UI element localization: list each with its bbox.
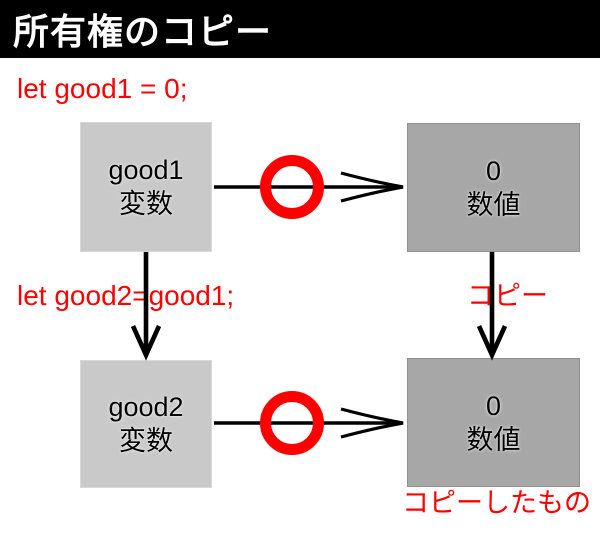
value-box-1: 0 数値 [407, 123, 580, 252]
arrow-down-head-icon [476, 325, 508, 361]
value-box-2: 0 数値 [407, 358, 580, 487]
title-bar: 所有権のコピー [0, 0, 600, 58]
code-line-let-good2: let good2=good1; [17, 280, 235, 311]
arrow-good1-to-value1 [214, 171, 404, 203]
copy-arrow-label: コピー [467, 281, 548, 311]
code-line-let-good1: let good1 = 0; [17, 73, 188, 104]
box-value2-title: 0 [485, 390, 502, 421]
ok-circle-icon [260, 155, 324, 219]
page-title: 所有権のコピー [13, 11, 273, 52]
box-good1-subtitle: 変数 [119, 189, 173, 219]
ok-circle-icon [260, 391, 324, 455]
copied-result-label: コピーしたもの [402, 488, 591, 518]
box-value1-title: 0 [485, 155, 502, 186]
arrow-right-chevron-icon [340, 407, 404, 439]
arrow-good2-to-value2 [214, 407, 404, 439]
variable-box-good1: good1 変数 [80, 122, 212, 252]
variable-box-good2: good2 変数 [80, 360, 212, 488]
box-value1-subtitle: 数値 [466, 189, 521, 220]
box-value2-subtitle: 数値 [466, 424, 521, 455]
arrow-right-chevron-icon [340, 171, 404, 203]
box-good1-title: good1 [108, 155, 184, 185]
arrow-down-head-icon [130, 325, 162, 361]
box-good2-title: good2 [108, 392, 184, 422]
box-good2-subtitle: 変数 [119, 426, 173, 456]
